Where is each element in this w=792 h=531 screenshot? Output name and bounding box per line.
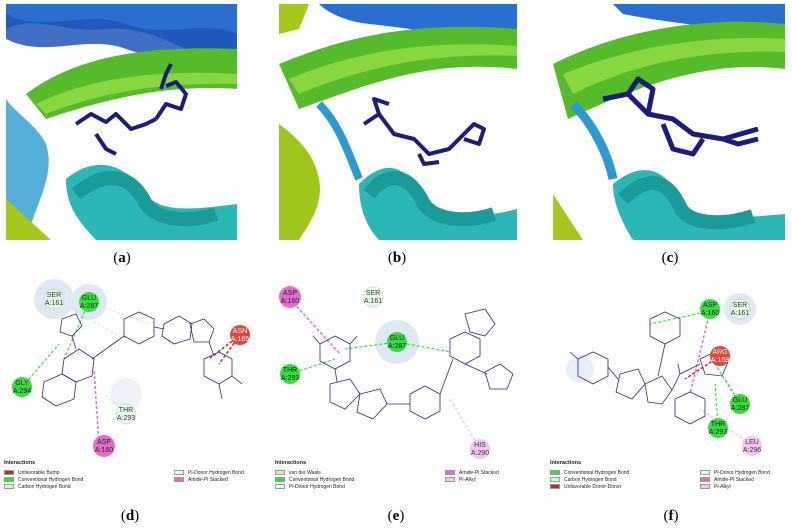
legend-item: Conventional Hydrogen Bond bbox=[4, 476, 174, 483]
panel-label-b: (b) bbox=[387, 250, 407, 266]
residue-thr293: THR A:293 bbox=[708, 418, 728, 438]
residue-thr293: THR A:293 bbox=[280, 364, 300, 384]
svg-text:A:287: A:287 bbox=[80, 303, 98, 310]
svg-text:A:158: A:158 bbox=[711, 357, 729, 364]
residue-ser161: SER A:161 bbox=[362, 286, 384, 308]
svg-text:A:160: A:160 bbox=[281, 298, 299, 305]
svg-text:SER: SER bbox=[733, 302, 747, 309]
svg-text:A:287: A:287 bbox=[388, 343, 406, 350]
svg-text:ASP: ASP bbox=[703, 302, 717, 309]
legend-item: Unfavorable Bump bbox=[4, 469, 174, 476]
legend-item: van der Waals bbox=[275, 469, 445, 476]
panel-f-interaction-svg: ASP A:160 SER A:161 ARG A:158 GLU A:287 … bbox=[566, 293, 762, 456]
panel-label-e: (e) bbox=[387, 508, 405, 524]
panel-e-legend: Interactions van der Waals Conventional … bbox=[275, 460, 531, 490]
svg-text:SER: SER bbox=[366, 290, 380, 297]
residue-leu296: LEU A:296 bbox=[742, 436, 762, 456]
legend-item: Pi-Alkyl bbox=[445, 476, 499, 483]
svg-text:THR: THR bbox=[119, 407, 133, 414]
ligand-sticks bbox=[602, 76, 759, 157]
svg-text:A:161: A:161 bbox=[45, 300, 63, 307]
svg-text:GLU: GLU bbox=[733, 397, 747, 404]
svg-text:HIS: HIS bbox=[474, 442, 486, 449]
svg-text:ASP: ASP bbox=[283, 290, 297, 297]
legend-item: Pi-Donor Hydrogen Bond bbox=[275, 483, 445, 490]
ligand-2d-structure bbox=[569, 311, 729, 425]
svg-text:ARG: ARG bbox=[712, 349, 727, 356]
svg-text:A:296: A:296 bbox=[743, 447, 761, 454]
residue-ser161: SER A:161 bbox=[43, 288, 65, 310]
residue-asp160: ASP A:160 bbox=[93, 435, 115, 457]
panel-label-f: (f) bbox=[663, 508, 679, 524]
panel-e-interaction-svg: ASP A:160 SER A:161 GLU A:287 THR A:293 … bbox=[279, 286, 514, 459]
panel-d-legend: Interactions Unfavorable Bump Convention… bbox=[4, 460, 260, 490]
residue-glu287: GLU A:287 bbox=[79, 292, 99, 312]
svg-text:A:161: A:161 bbox=[364, 298, 382, 305]
panel-label-d: (d) bbox=[120, 508, 140, 524]
panel-a-3d-pose bbox=[6, 4, 237, 240]
legend-item: Amide-Pi Stacked bbox=[700, 476, 770, 483]
legend-item: Pi-Donor Hydrogen Bond bbox=[700, 469, 770, 476]
legend-item: Pi-Alkyl bbox=[700, 483, 770, 490]
legend-item: Conventional Hydrogen Bond bbox=[550, 469, 700, 476]
legend-item: Unfavorable Donor-Donor bbox=[550, 483, 700, 490]
panel-label-c: (c) bbox=[661, 250, 679, 266]
svg-text:A:287: A:287 bbox=[731, 405, 749, 412]
svg-text:ASN: ASN bbox=[233, 328, 247, 335]
ligand-sticks bbox=[74, 63, 188, 156]
residue-gly294: GLY A:294 bbox=[12, 377, 32, 397]
svg-text:GLU: GLU bbox=[82, 295, 96, 302]
legend-item: Conventional Hydrogen Bond bbox=[275, 476, 445, 483]
legend-item: Carbon Hydrogen Bond bbox=[550, 476, 700, 483]
legend-title: Interactions bbox=[550, 460, 582, 466]
svg-text:GLU: GLU bbox=[390, 335, 404, 342]
legend-item: Amide-Pi Stacked bbox=[174, 476, 244, 483]
residue-thr293: THR A:293 bbox=[115, 403, 137, 425]
ligand-2d-structure bbox=[312, 308, 514, 420]
svg-text:LEU: LEU bbox=[745, 439, 759, 446]
svg-text:A:294: A:294 bbox=[13, 388, 31, 395]
residue-arg158: ARG A:158 bbox=[710, 346, 730, 366]
panel-label-a: (a) bbox=[113, 250, 131, 266]
svg-text:A:165: A:165 bbox=[231, 336, 249, 343]
ligand-sticks bbox=[362, 97, 486, 166]
panel-c-protein-render bbox=[553, 4, 785, 240]
panel-b-protein-render bbox=[279, 4, 517, 240]
residue-his290: HIS A:290 bbox=[470, 439, 490, 459]
residue-glu287: GLU A:287 bbox=[387, 332, 407, 352]
panel-f-2d-diagram: ASP A:160 SER A:161 ARG A:158 GLU A:287 … bbox=[550, 264, 790, 499]
svg-text:THR: THR bbox=[283, 367, 297, 374]
ligand-2d-structure bbox=[41, 311, 243, 407]
svg-text:SER: SER bbox=[47, 292, 61, 299]
residue-glu287: GLU A:287 bbox=[730, 394, 750, 414]
svg-text:A:160: A:160 bbox=[95, 447, 113, 454]
svg-text:A:161: A:161 bbox=[731, 310, 749, 317]
residue-asp160: ASP A:160 bbox=[279, 286, 301, 308]
panel-f-legend: Interactions Conventional Hydrogen Bond … bbox=[550, 460, 790, 490]
svg-text:GLY: GLY bbox=[15, 380, 29, 387]
panel-b-3d-pose bbox=[279, 4, 517, 240]
panel-e-2d-diagram: ASP A:160 SER A:161 GLU A:287 THR A:293 … bbox=[275, 264, 531, 499]
panel-c-3d-pose bbox=[553, 4, 785, 240]
legend-title: Interactions bbox=[275, 460, 307, 466]
panel-d-interaction-svg: SER A:161 GLU A:287 ASN A:165 GLY A:294 … bbox=[12, 279, 250, 457]
residue-asn165: ASN A:165 bbox=[230, 325, 250, 345]
svg-text:THR: THR bbox=[711, 421, 725, 428]
svg-text:A:160: A:160 bbox=[701, 310, 719, 317]
svg-text:A:293: A:293 bbox=[117, 415, 135, 422]
svg-text:A:293: A:293 bbox=[709, 429, 727, 436]
legend-item: Pi-Donor Hydrogen Bond bbox=[174, 469, 244, 476]
svg-text:A:290: A:290 bbox=[471, 450, 489, 457]
panel-d-2d-diagram: SER A:161 GLU A:287 ASN A:165 GLY A:294 … bbox=[4, 264, 260, 499]
legend-title: Interactions bbox=[4, 460, 36, 466]
panel-a-protein-render bbox=[6, 4, 237, 240]
legend-item: Carbon Hydrogen Bond bbox=[4, 483, 174, 490]
svg-text:ASP: ASP bbox=[97, 439, 111, 446]
legend-item: Amide-Pi Stacked bbox=[445, 469, 499, 476]
residue-ser161: SER A:161 bbox=[729, 298, 751, 320]
residue-asp160: ASP A:160 bbox=[700, 299, 720, 319]
svg-text:A:293: A:293 bbox=[281, 375, 299, 382]
